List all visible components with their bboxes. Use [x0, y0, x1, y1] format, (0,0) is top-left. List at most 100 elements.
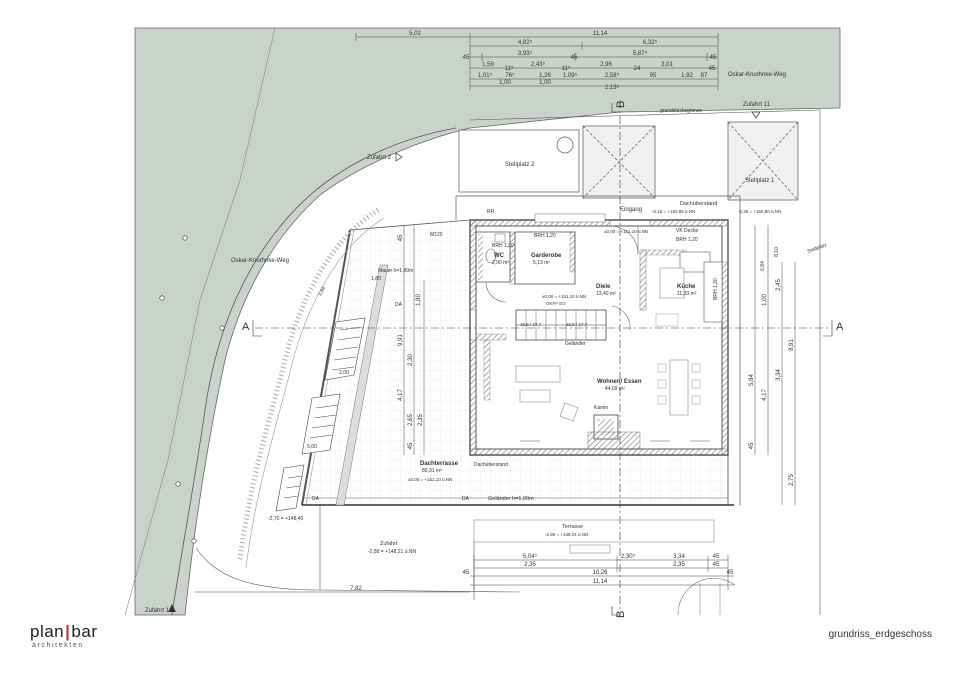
dim-right-2: 4,17	[762, 389, 768, 401]
terrace-wall	[301, 229, 351, 506]
dim-misc-2: 2,00	[339, 370, 349, 376]
roof-overhang	[456, 195, 741, 505]
section-a-left: A	[242, 321, 250, 333]
company-logo: plan|bar architekten	[30, 622, 150, 656]
dim-bot-2c: 45	[713, 562, 720, 568]
dim-top-3a: 45	[463, 55, 470, 61]
zufahrt2-label: Zufahrt 2	[367, 155, 392, 161]
level-stell: -0,30 = +150,80 ü.NN	[738, 209, 781, 214]
sheet-title: grundriss_erdgeschoss	[828, 629, 932, 640]
planting-strip	[237, 207, 380, 561]
room-wohnen-name: Wohnen/ Essen	[597, 379, 642, 385]
dim-top-1b: 11,14	[593, 31, 608, 37]
dim-left-4: 2,65	[408, 414, 414, 426]
dim-top-4b: 11⁵	[505, 65, 514, 72]
brh-label-d: BRH 1,20	[713, 278, 719, 300]
dim-top-3d: 5,87⁵	[633, 50, 648, 57]
dim-top-3c: 45	[571, 55, 578, 61]
logo-wordmark: plan|bar	[30, 622, 97, 642]
dim-bot-3b: 10,26	[592, 570, 608, 576]
dim-top-4g: 3,01	[661, 62, 673, 68]
dim-misc-4: 6,84	[760, 261, 766, 271]
street-inner-curve	[171, 127, 457, 616]
dim-top-5d: 1,09⁵	[563, 72, 578, 79]
vk-decke-label: VK Decke	[676, 228, 698, 234]
section-lines	[252, 100, 833, 616]
dim-misc-5: 8,10	[774, 247, 780, 257]
dim-bot-1c: 3,34	[673, 554, 685, 560]
stellplatz2-label: Stellplatz 2	[505, 162, 535, 168]
da-label-2: DA	[462, 496, 470, 502]
street-area	[134, 27, 841, 616]
m120-label: M120	[430, 232, 443, 238]
room-wc-area: 2,90 m²	[492, 260, 509, 266]
dim-bot-2b: 2,35	[673, 562, 685, 568]
dim-top-3e: 45	[710, 55, 717, 61]
room-garderobe-area: 5,13 m²	[533, 260, 550, 266]
dim-misc-1: 3,94	[317, 286, 327, 298]
street-markers	[159, 235, 225, 544]
level-eg: ±0,00 = +151,10 ü.NN	[604, 229, 648, 234]
room-wohnen-area: 44,69 m²	[605, 386, 625, 392]
zufahrt-level: -2,89 = +148,21 ü.NN	[368, 549, 416, 555]
logo-separator: |	[65, 622, 71, 641]
stair-label-2: 16,5 / 27,7	[566, 322, 588, 327]
logo-left: plan	[30, 622, 65, 641]
level-terrace: ±0,00 = +151,10 ü.NN	[408, 477, 452, 482]
room-dachterrasse-name: Dachterrasse	[420, 461, 459, 467]
dachueberstand-top: Dachüberstand	[680, 201, 717, 207]
dim-top-2b: 6,32⁵	[643, 39, 658, 46]
dim-right-1: 5,84	[749, 374, 755, 386]
dim-left-5: 2,35	[418, 414, 424, 426]
top-dimension-lines	[355, 33, 719, 90]
section-b-bottom: B	[615, 611, 627, 618]
rr-label: RR	[487, 209, 495, 215]
dim-top-5e: 2,58⁵	[605, 72, 620, 79]
dim-misc-3: 5,00	[307, 444, 317, 450]
gelaender-h-label: Geländer h=1,00m	[488, 496, 534, 502]
dim-top-5a: 1,01⁵	[478, 72, 493, 79]
brh-label-c: BRH 1,20	[492, 243, 514, 249]
dim-left-1: 45	[398, 234, 404, 241]
dim-top-6c: 2,13⁵	[605, 84, 620, 91]
okff-label: OKFF EG	[546, 301, 566, 306]
room-garderobe-name: Garderobe	[531, 253, 562, 259]
property-boundary-label: grundstücksgrenze	[660, 108, 702, 114]
dim-misc-0: 1,80	[371, 276, 381, 282]
stair-label-1: 16,5 / 27,7	[520, 322, 542, 327]
dim-top-4e: 2,96	[600, 62, 612, 68]
parking-areas	[458, 121, 799, 201]
dim-bot-3a: 45	[463, 570, 470, 576]
dim-top-5g: 1,92	[681, 73, 693, 79]
left-level: -2,70 = +148,40	[268, 516, 304, 522]
dim-bot-4a: 11,14	[593, 579, 608, 585]
dim-right-4: 8,91	[789, 339, 795, 351]
zufahrt11-label: Zufahrt 11	[743, 102, 771, 108]
dim-left-7: 1,80	[416, 294, 422, 306]
dim-bot-5a: 7,82	[350, 586, 362, 592]
right-dimension-text: 45 5,84 4,17 3,34 8,91 1,00 2,45 2,75	[749, 279, 795, 486]
eingang-label: Eingang	[620, 207, 642, 213]
dachueberstand-bottom: Dachüberstand	[474, 462, 508, 468]
dim-top-4f: 24	[634, 66, 641, 72]
dim-right-6: 2,45	[776, 279, 782, 291]
misc-dimension-text: 1,80 3,94 2,00 5,00 6,84 8,10	[307, 247, 780, 450]
dim-top-6b: 1,00	[539, 80, 551, 86]
brh-label-b: BRH 1,20	[534, 233, 556, 239]
street-name-b: Oskar-Knurhnke-Weg	[728, 72, 786, 78]
stellplatz-label: Stellplatz	[807, 242, 829, 255]
gelaender-label: Geländer	[565, 341, 586, 347]
level-diele: ±0,00 = +151,10 ü.NN	[542, 294, 586, 299]
dim-left-6: 45	[408, 442, 414, 449]
top-dimension-text: 5,02 11,14 4,82⁵ 6,32⁵ 45 3,93⁵ 45 5,87⁵…	[409, 31, 717, 91]
right-dimension-lines	[754, 225, 796, 505]
room-diele-name: Diele	[596, 284, 611, 290]
dim-bot-2a: 2,35	[524, 562, 536, 568]
dim-top-5h: 87	[701, 73, 708, 79]
street-name-a: Oskar-Knurhnke-Weg	[231, 258, 289, 264]
room-kueche-area: 11,33 m²	[677, 291, 697, 297]
room-kueche-name: Küche	[677, 284, 696, 290]
dim-top-6a: 1,00	[499, 80, 511, 86]
dim-right-0: 45	[749, 442, 755, 449]
